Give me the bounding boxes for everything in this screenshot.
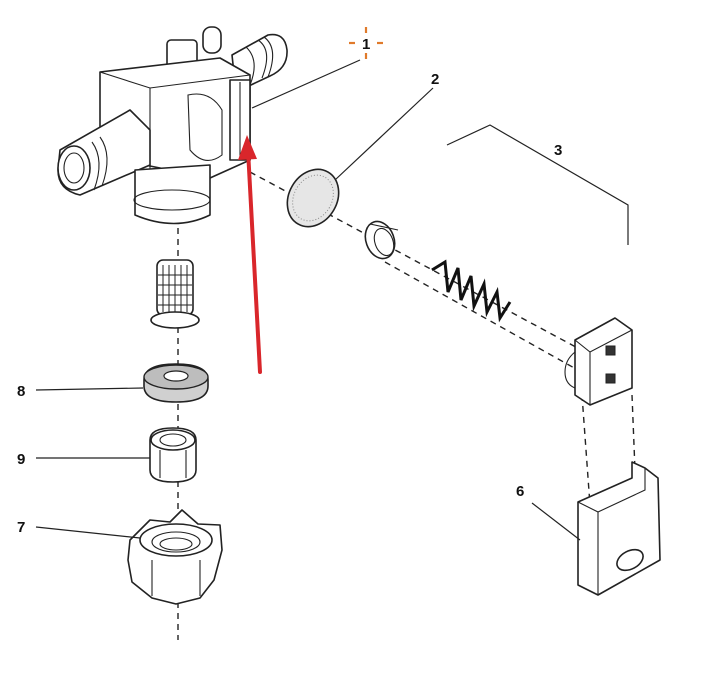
callout-1: 1 xyxy=(362,36,370,53)
washer-part xyxy=(143,363,209,403)
leader-lines xyxy=(35,59,581,541)
nozzle-nut-part xyxy=(149,427,197,483)
callout-8: 8 xyxy=(17,383,25,400)
bracket-part xyxy=(577,461,661,596)
callout-9: 9 xyxy=(17,451,25,468)
seal-disc-part xyxy=(286,168,340,228)
ring-part xyxy=(364,220,399,260)
valve-body-part xyxy=(57,26,288,225)
assembly-3-bracket xyxy=(446,124,629,245)
arrow-up-icon xyxy=(238,135,262,374)
callout-3: 3 xyxy=(554,142,562,159)
callout-7: 7 xyxy=(17,519,25,536)
plunger-housing-part xyxy=(564,317,633,406)
cap-part xyxy=(127,509,223,605)
assembly-guide-lines xyxy=(177,171,636,640)
callout-6: 6 xyxy=(516,483,524,500)
filter-screen-part xyxy=(150,259,200,329)
crosshair-marker-icon xyxy=(349,27,383,59)
spring-part xyxy=(431,259,512,323)
callout-2: 2 xyxy=(431,71,439,88)
